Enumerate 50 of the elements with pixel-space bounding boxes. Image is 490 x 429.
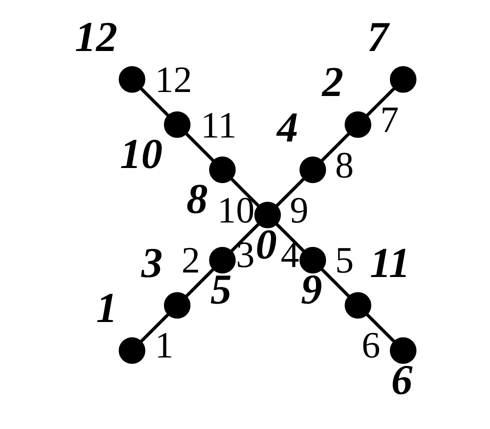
node-label: 8 bbox=[186, 176, 208, 223]
node-label: 9 bbox=[300, 266, 322, 314]
edge-label: 1 bbox=[154, 324, 174, 366]
connector bbox=[230, 222, 260, 252]
node-circle bbox=[209, 156, 236, 183]
edge-label: 2 bbox=[181, 240, 200, 281]
node-circle bbox=[390, 66, 416, 92]
node-circle bbox=[300, 156, 326, 183]
connector bbox=[275, 222, 305, 252]
connector bbox=[140, 87, 170, 117]
node-label: 6 bbox=[391, 356, 412, 404]
connector bbox=[185, 132, 215, 162]
edge-label: 11 bbox=[200, 104, 237, 146]
edge-label: 4 bbox=[280, 234, 300, 276]
node-circle bbox=[254, 201, 281, 228]
node-label: 5 bbox=[210, 266, 232, 314]
edge-label: 6 bbox=[362, 324, 380, 366]
node-circle bbox=[390, 336, 416, 364]
node-circle bbox=[118, 66, 146, 92]
connector bbox=[140, 312, 170, 342]
connector bbox=[230, 178, 260, 207]
node-circle bbox=[300, 246, 326, 273]
edge-label: 9 bbox=[290, 190, 308, 231]
node-circle bbox=[344, 110, 372, 138]
edge-label: 12 bbox=[154, 60, 192, 101]
connector bbox=[185, 267, 215, 297]
node-label: 11 bbox=[370, 239, 410, 286]
edge-label: 5 bbox=[335, 240, 354, 281]
connector bbox=[320, 267, 350, 297]
node-label: 3 bbox=[141, 239, 163, 286]
node-label: 4 bbox=[276, 104, 298, 151]
connector bbox=[366, 87, 395, 117]
connector bbox=[366, 312, 395, 342]
node-circle bbox=[164, 292, 190, 318]
node-label: 2 bbox=[322, 58, 344, 106]
node-label: 1 bbox=[96, 284, 118, 332]
connector bbox=[275, 178, 305, 207]
node-circle bbox=[209, 246, 236, 273]
node-label: 0 bbox=[256, 220, 277, 268]
node-label: 12 bbox=[74, 13, 118, 60]
node-circle bbox=[118, 336, 146, 364]
edge-label: 10 bbox=[217, 190, 255, 231]
node-label: 7 bbox=[367, 13, 389, 60]
edge-label: 7 bbox=[380, 100, 399, 141]
connector bbox=[320, 132, 350, 162]
edge-label: 8 bbox=[335, 144, 354, 186]
node-circle bbox=[344, 292, 372, 318]
edge-label: 3 bbox=[236, 234, 255, 276]
node-circle bbox=[164, 110, 190, 138]
node-label: 10 bbox=[120, 130, 163, 178]
